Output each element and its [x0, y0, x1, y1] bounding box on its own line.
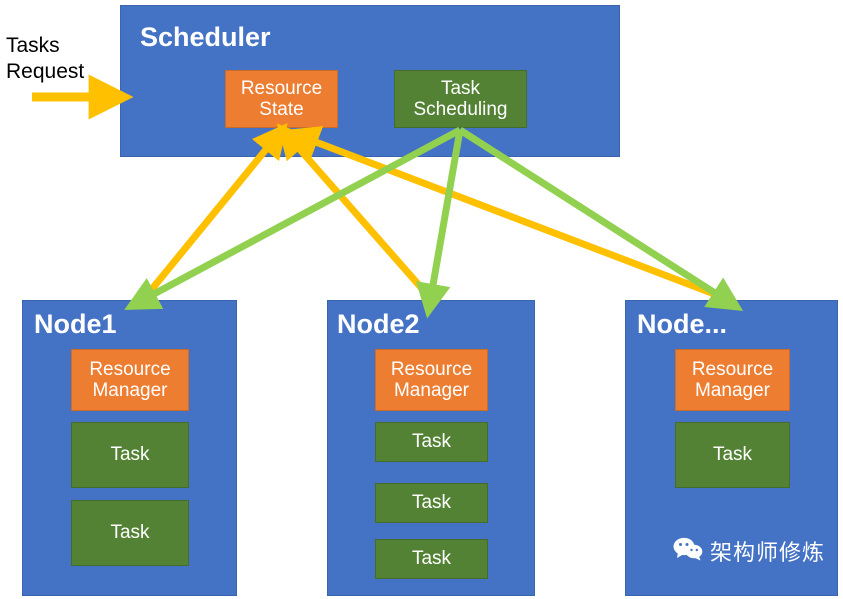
arrow-node2-to-resource-state — [276, 123, 435, 303]
wechat-icon — [673, 537, 703, 566]
arrow-node3-to-resource-state — [284, 126, 732, 304]
node1-task-2[interactable]: Task — [71, 500, 189, 566]
watermark-text: 架构师修炼 — [710, 540, 826, 565]
node2-title: Node2 — [337, 309, 420, 339]
node1-title: Node1 — [34, 309, 117, 339]
node3-title: Node... — [637, 309, 728, 339]
node3-task-1[interactable]: Task — [675, 422, 790, 488]
node1-task-1[interactable]: Task — [71, 422, 189, 488]
node2-task-3[interactable]: Task — [375, 539, 488, 579]
wechat-watermark: 架构师修炼 — [673, 535, 825, 567]
node2-task-2[interactable]: Task — [375, 483, 488, 523]
arrow-node1-to-resource-state — [140, 122, 288, 303]
scheduler-title: Scheduler — [140, 22, 271, 52]
node2-task-1[interactable]: Task — [375, 422, 488, 462]
